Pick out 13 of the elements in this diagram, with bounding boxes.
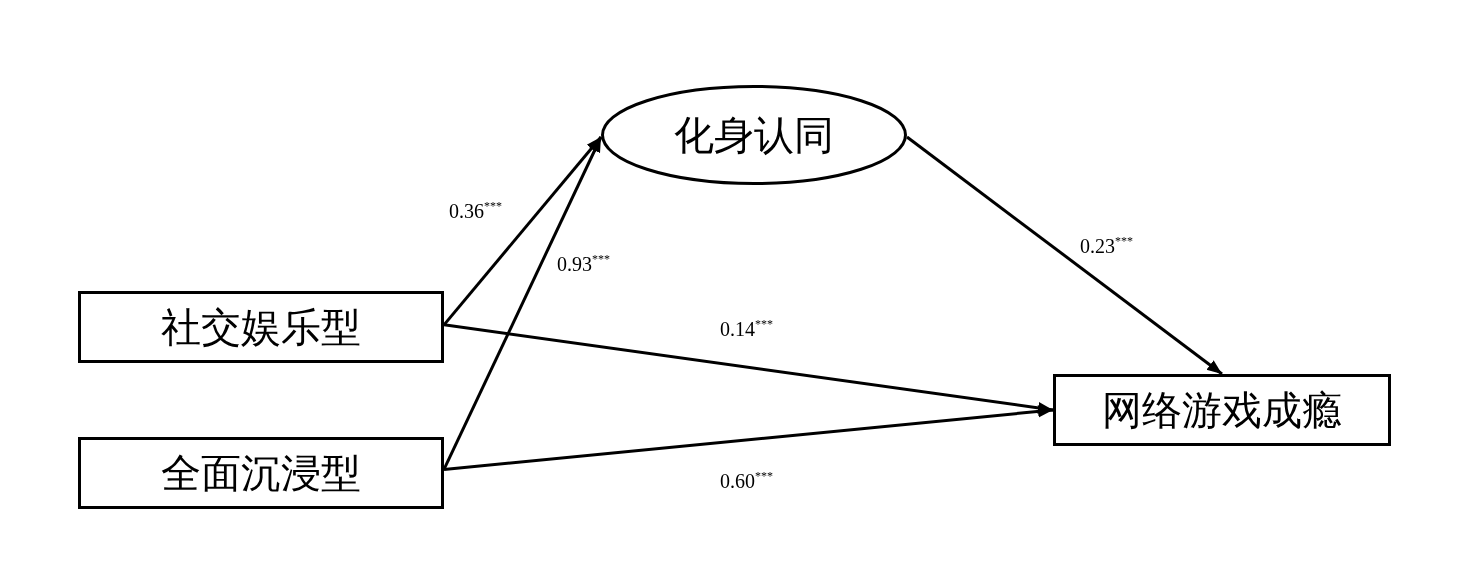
- arrow: [443, 323, 1054, 414]
- variable-name: 社交娱乐型: [161, 303, 361, 352]
- arrow: [906, 135, 1223, 376]
- variable-name: 全面沉浸型: [161, 449, 361, 498]
- observed-variable-box: [1053, 374, 1391, 446]
- variable-name: 化身认同: [674, 111, 834, 160]
- observed-variable-box: [78, 437, 444, 509]
- arrow: [442, 136, 603, 326]
- latent-variable-ellipse: [601, 85, 907, 185]
- arrow: [443, 405, 1054, 471]
- variable-name: 网络游戏成瘾: [1102, 386, 1342, 435]
- arrow: [442, 136, 603, 471]
- observed-variable-box: [78, 291, 444, 363]
